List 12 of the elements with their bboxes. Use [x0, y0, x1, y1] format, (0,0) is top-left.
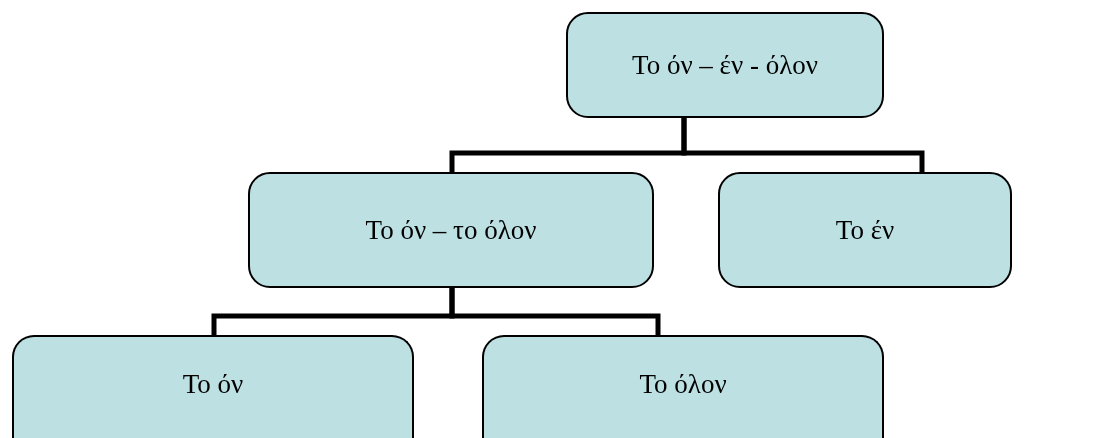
node-label: Το όν – έν - όλον	[632, 49, 818, 81]
node-label: Το όλον	[639, 369, 727, 400]
rounded-box	[12, 335, 414, 438]
connector-line	[681, 118, 925, 172]
rounded-box	[566, 12, 884, 118]
node-label: Το όν – το όλον	[365, 214, 537, 246]
node-label: Το όν	[182, 369, 244, 400]
connector-line	[449, 288, 661, 335]
rounded-box	[482, 335, 884, 438]
rounded-box	[718, 172, 1012, 288]
rounded-box	[248, 172, 654, 288]
node-label: Το έν	[835, 214, 895, 246]
